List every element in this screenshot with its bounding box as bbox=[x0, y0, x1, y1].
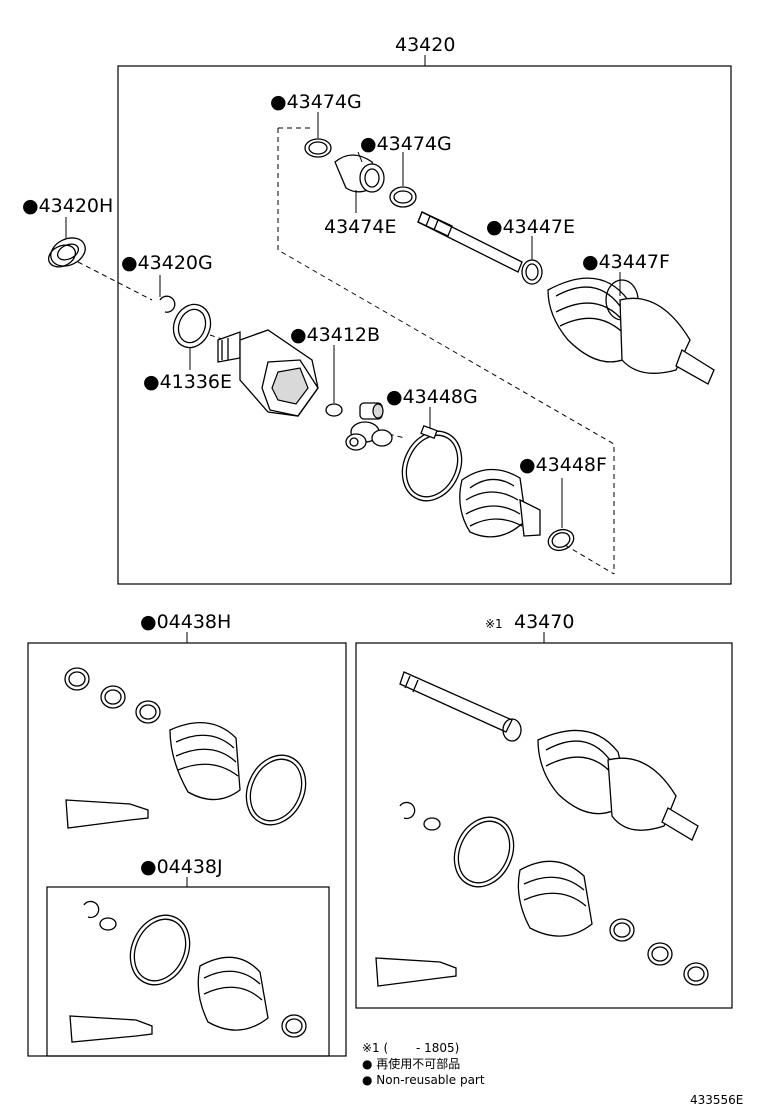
label-43448F: ●43448F bbox=[519, 454, 607, 476]
snap-ring-43412B bbox=[325, 403, 343, 417]
label-43420G: ●43420G bbox=[121, 252, 213, 274]
label-04438J: ●04438J bbox=[140, 856, 223, 878]
label-43420: 43420 bbox=[395, 34, 455, 56]
outboard-joint-boot bbox=[547, 277, 715, 385]
clamp-43448F bbox=[547, 528, 575, 552]
seal-43420H bbox=[47, 237, 86, 268]
label-alt-mark: ※1 bbox=[485, 617, 503, 631]
label-43474G-b: ●43474G bbox=[360, 133, 452, 155]
tripod-spider bbox=[345, 402, 393, 451]
ring-41336E bbox=[172, 303, 212, 349]
label-43474G-a: ●43474G bbox=[270, 91, 362, 113]
clamp-43448G bbox=[401, 425, 463, 502]
outer-race-housing bbox=[217, 329, 319, 417]
boot-inboard bbox=[459, 468, 541, 538]
label-43447F: ●43447F bbox=[582, 251, 670, 273]
label-43420H: ●43420H bbox=[22, 195, 113, 217]
clamp-43474G-1 bbox=[304, 138, 332, 158]
label-43447E: ●43447E bbox=[486, 216, 575, 238]
kit-04438H-frame bbox=[27, 642, 347, 1057]
drive-shaft bbox=[417, 211, 523, 273]
diagram-id: 433556E bbox=[690, 1093, 743, 1107]
kit-04438J-frame bbox=[46, 886, 330, 1057]
label-43412B: ●43412B bbox=[290, 324, 380, 346]
label-41336E: ●41336E bbox=[143, 371, 232, 393]
label-43474E: 43474E bbox=[324, 216, 396, 238]
damper-43474E bbox=[334, 154, 385, 193]
subassembly-outline bbox=[277, 128, 615, 574]
snap-ring-43420G bbox=[159, 295, 176, 313]
kit-04438H-parts bbox=[64, 667, 307, 829]
label-43470: 43470 bbox=[514, 611, 574, 633]
legend-note-3: ● Non-reusable part bbox=[362, 1073, 485, 1087]
clamp-43474G-2 bbox=[389, 186, 417, 208]
legend-note-1: ※1 ( - 1805) bbox=[362, 1041, 459, 1055]
kit-04438J-parts bbox=[69, 900, 307, 1043]
legend-note-2: ● 再使用不可部品 bbox=[362, 1056, 460, 1071]
label-04438H: ●04438H bbox=[140, 611, 231, 633]
assembly-43470-parts bbox=[375, 671, 709, 987]
label-43448G: ●43448G bbox=[386, 386, 478, 408]
